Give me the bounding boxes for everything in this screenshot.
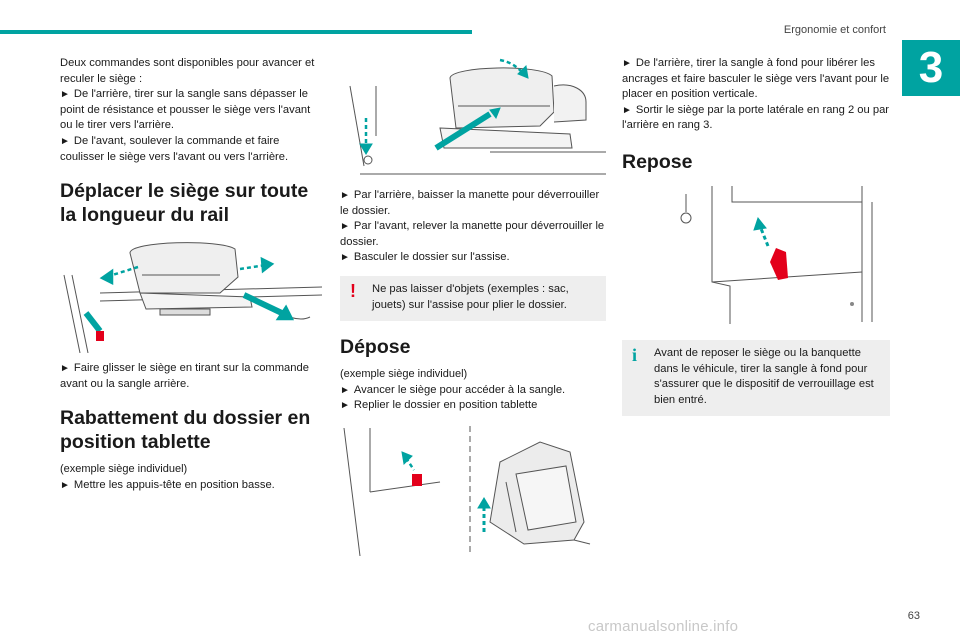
arrow-bullet-icon: ►: [60, 135, 70, 147]
column-2: ►Par l'arrière, baisser la manette pour …: [340, 56, 606, 556]
chapter-tab: 3: [902, 40, 960, 96]
page-number: 63: [907, 610, 920, 622]
arrow-bullet-icon: ►: [340, 190, 350, 201]
list-item: ►Basculer le dossier sur l'assise.: [340, 251, 510, 264]
arrow-bullet-icon: ►: [622, 58, 632, 69]
list-item: ►Par l'arrière, baisser la manette pour …: [340, 189, 600, 217]
arrow-bullet-icon: ►: [60, 363, 70, 375]
section-heading: Dépose: [340, 336, 411, 359]
arrow-bullet-icon: ►: [60, 89, 70, 101]
section-heading: Repose: [622, 150, 693, 173]
subtitle: (exemple siège individuel): [60, 463, 188, 476]
watermark: carmanualsonline.info: [588, 618, 739, 635]
info-icon: i: [632, 344, 638, 365]
column-3: ►De l'arrière, tirer la sangle à fond po…: [622, 56, 890, 417]
list-item: ►De l'arrière, tirer la sangle à fond po…: [622, 57, 890, 101]
list-item: ►De l'avant, soulever la commande et fai…: [60, 134, 289, 163]
list-item: ►Replier le dossier en position tablette: [340, 399, 538, 412]
section-heading: Rabattement du dossier en position table…: [60, 407, 311, 454]
backrest-fold-illustration: [340, 56, 606, 184]
seat-slide-illustration: [60, 235, 322, 354]
handle-marker: [96, 331, 104, 342]
warning-note: ! Ne pas laisser d'objets (exemples : sa…: [340, 275, 606, 322]
column-1: Deux commandes sont disponibles pour ava…: [60, 56, 322, 494]
arrow-bullet-icon: ►: [60, 479, 70, 491]
list-item: ►Par l'avant, relever la manette pour dé…: [340, 220, 605, 248]
arrow-bullet-icon: ►: [340, 252, 350, 264]
removal-illustration: [340, 422, 606, 556]
list-item: ►Faire glisser le siège en tirant sur la…: [60, 362, 309, 390]
intro-text: Deux commandes sont disponibles pour ava…: [60, 57, 315, 85]
subtitle: (exemple siège individuel): [340, 368, 468, 381]
arrow-bullet-icon: ►: [340, 400, 350, 412]
arrow-bullet-icon: ►: [340, 384, 350, 396]
section-heading: Déplacer le siège sur toute la longueur …: [60, 180, 309, 227]
list-item: ►Mettre les appuis-tête en position bass…: [60, 478, 275, 491]
handle-marker: [412, 473, 422, 486]
list-item: ►Sortir le siège par la porte latérale e…: [622, 103, 890, 132]
exclamation-icon: !: [350, 280, 356, 301]
refit-illustration: [672, 182, 890, 324]
header-rule: [0, 30, 472, 34]
arrow-bullet-icon: ►: [622, 104, 632, 116]
header-title: Ergonomie et confort: [783, 24, 886, 36]
arrow-bullet-icon: ►: [340, 221, 350, 233]
list-item: ►Avancer le siège pour accéder à la sang…: [340, 383, 566, 396]
handle-marker: [770, 247, 788, 280]
list-item: ►De l'arrière, tirer sur la sangle sans …: [60, 88, 311, 132]
info-note: i Avant de reposer le siège ou la banque…: [622, 339, 890, 417]
